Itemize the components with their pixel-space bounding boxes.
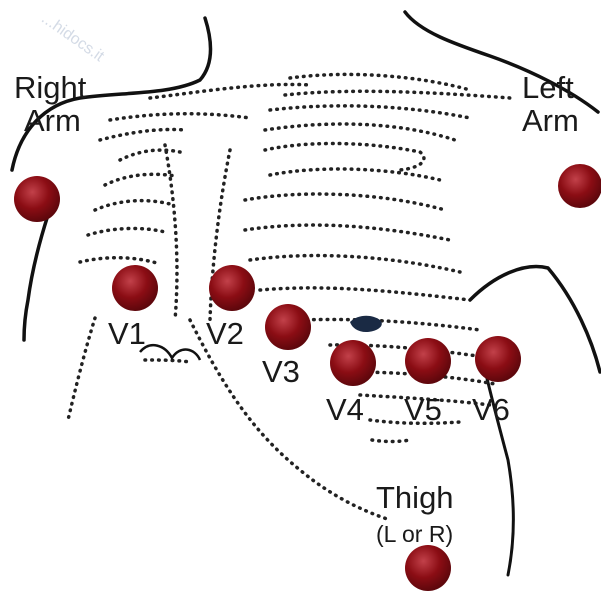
label-thigh-side: (L or R) [376, 522, 453, 546]
electrode-v6 [475, 336, 521, 382]
label-right-arm: Right Arm [14, 72, 86, 137]
label-v3: V3 [262, 356, 300, 389]
label-left-arm: Left Arm [522, 72, 579, 137]
label-right-arm-line2: Arm [24, 105, 86, 138]
electrode-v5 [405, 338, 451, 384]
electrode-thigh [405, 545, 451, 591]
right-arm-contour [24, 215, 48, 340]
label-left-arm-line1: Left [522, 72, 579, 105]
label-v4: V4 [326, 394, 364, 427]
sternum-lines [140, 345, 200, 360]
electrode-v3 [265, 304, 311, 350]
label-v5: V5 [404, 394, 442, 427]
electrode-v1 [112, 265, 158, 311]
electrode-v4 [330, 340, 376, 386]
electrode-left-arm [558, 164, 601, 208]
label-v6: V6 [472, 394, 510, 427]
label-v2: V2 [206, 318, 244, 351]
label-thigh: Thigh [376, 482, 454, 515]
label-v1: V1 [108, 318, 146, 351]
electrode-v2 [209, 265, 255, 311]
label-left-arm-line2: Arm [522, 105, 579, 138]
body-outline [12, 12, 600, 575]
electrode-right-arm [14, 176, 60, 222]
label-right-arm-line1: Right [14, 72, 86, 105]
